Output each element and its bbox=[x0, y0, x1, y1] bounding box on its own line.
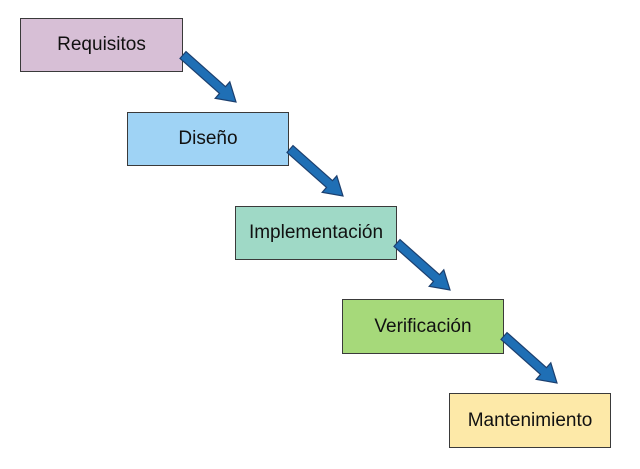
stage-requisitos: Requisitos bbox=[20, 18, 183, 72]
arrow-verificacion-to-mantenimiento-icon bbox=[500, 331, 558, 384]
stage-label: Implementación bbox=[248, 222, 384, 243]
stage-diseno: Diseño bbox=[127, 112, 289, 166]
arrow-implementacion-to-verificacion-icon bbox=[393, 238, 451, 291]
arrow-requisitos-to-diseno-icon bbox=[179, 50, 237, 103]
stage-label: Verificación bbox=[374, 315, 472, 337]
stage-verificacion: Verificación bbox=[342, 299, 504, 354]
stage-mantenimiento: Mantenimiento bbox=[449, 393, 611, 448]
stage-label: Diseño bbox=[178, 128, 238, 149]
stage-implementacion: Implementación bbox=[235, 206, 397, 260]
stage-label: Mantenimiento bbox=[467, 409, 593, 431]
arrow-diseno-to-implementacion-icon bbox=[286, 144, 344, 197]
stage-label: Requisitos bbox=[57, 34, 146, 55]
